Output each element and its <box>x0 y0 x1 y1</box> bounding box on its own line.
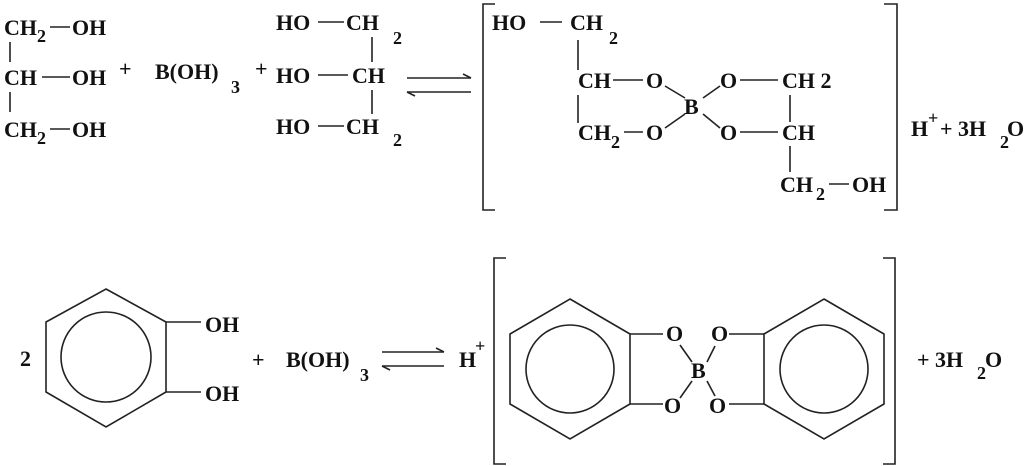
water-term: + 3H <box>940 116 986 141</box>
complex-c3-sub: 2 <box>611 132 620 152</box>
glycerol-c3-oh: OH <box>72 117 106 142</box>
glycerol2-c1-sub: 2 <box>393 28 402 48</box>
water-oxygen: O <box>985 347 1002 372</box>
glycerol-c1-oh: OH <box>72 15 106 40</box>
complex-boron: B <box>691 358 706 383</box>
bracket-left-top <box>482 3 495 211</box>
proton-bottom: H + <box>459 336 485 372</box>
complex-b-o-bond-4 <box>706 380 716 397</box>
glycerol-c2: CH <box>4 65 37 90</box>
glycerol-c1-sub: 2 <box>37 26 46 46</box>
catechol-aromatic-circle <box>60 311 152 403</box>
glycerol-molecule-mirrored: HO CH 2 HO CH HO CH 2 <box>276 10 402 150</box>
complex-c6: CH <box>780 172 813 197</box>
complex-o3: O <box>720 68 737 93</box>
complex-o-right-bottom: O <box>709 393 726 418</box>
complex-c1: CH <box>570 10 603 35</box>
complex-right-aromatic-circle <box>779 324 869 414</box>
plus-sign: + <box>255 56 268 81</box>
water-sub: 2 <box>977 363 986 383</box>
glycerol2-c2: CH <box>352 63 385 88</box>
complex-o-b-bond-2 <box>679 380 693 399</box>
glycerol-borate-complex: HO CH 2 CH O CH 2 O B O O CH 2 CH CH 2 O… <box>492 10 886 204</box>
bracket-right-bottom <box>883 257 896 465</box>
catechol-oh1: OH <box>205 312 239 337</box>
complex-ho: HO <box>492 10 526 35</box>
glycerol-c3-sub: 2 <box>37 128 46 148</box>
complex-o-right-top: O <box>711 321 728 346</box>
glycerol2-c3-sub: 2 <box>393 130 402 150</box>
bracket-right-top <box>884 3 898 211</box>
complex-c3: CH <box>578 120 611 145</box>
boric-acid-formula: B(OH) <box>286 347 350 372</box>
complex-o-left-bottom: O <box>664 393 681 418</box>
proton-charge: + <box>475 336 485 356</box>
glycerol2-ho-2: HO <box>276 63 310 88</box>
complex-b-o-bond-3 <box>706 345 716 363</box>
complex-o-b-bond-1 <box>679 344 693 363</box>
catechol-benzene-ring <box>45 288 167 428</box>
glycerol-c3: CH <box>4 117 37 142</box>
complex-boron: B <box>684 94 699 119</box>
products-top: H + + 3H 2 O <box>911 108 1024 152</box>
equilibrium-arrows-top <box>406 73 472 97</box>
catechol-oh2: OH <box>205 381 239 406</box>
plus-sign: + <box>119 56 132 81</box>
complex-left-benzene-ring <box>509 298 631 440</box>
proton: H <box>911 116 928 141</box>
glycerol2-ho-3: HO <box>276 114 310 139</box>
glycerol2-c1: CH <box>346 10 379 35</box>
glycerol-c1: CH <box>4 15 37 40</box>
products-bottom: + 3H 2 O <box>917 347 1002 383</box>
complex-o4: O <box>720 120 737 145</box>
complex-o-left-top: O <box>666 321 683 346</box>
complex-b-o4-bond <box>702 113 721 129</box>
catechol-molecule: OH OH <box>45 288 239 428</box>
complex-oh: OH <box>852 172 886 197</box>
boric-acid-top: B(OH) 3 <box>155 59 240 97</box>
plus-sign: + <box>252 347 265 372</box>
water-term: + 3H <box>917 347 963 372</box>
complex-c4: CH 2 <box>782 68 832 93</box>
proton-charge: + <box>928 108 938 128</box>
complex-left-aromatic-circle <box>525 324 615 414</box>
glycerol-molecule: CH 2 OH CH OH CH 2 OH <box>4 15 106 148</box>
glycerol-c2-oh: OH <box>72 65 106 90</box>
complex-o2: O <box>646 120 663 145</box>
complex-o2-b-bond <box>664 113 686 129</box>
complex-c6-sub: 2 <box>816 184 825 204</box>
complex-right-benzene-ring <box>763 298 885 440</box>
catechol-borate-complex: O O B O O <box>509 298 885 440</box>
complex-c5: CH <box>782 120 815 145</box>
complex-c2: CH <box>578 68 611 93</box>
water-sub: 2 <box>1000 132 1009 152</box>
complex-b-o3-bond <box>702 85 721 99</box>
bracket-left-bottom <box>493 257 506 465</box>
boric-acid-bottom: B(OH) 3 <box>286 347 369 385</box>
boric-acid-sub: 3 <box>360 365 369 385</box>
boric-acid-formula: B(OH) <box>155 59 219 84</box>
boric-acid-sub: 3 <box>231 77 240 97</box>
glycerol2-ho-1: HO <box>276 10 310 35</box>
complex-c1-sub: 2 <box>609 28 618 48</box>
proton: H <box>459 347 476 372</box>
equilibrium-arrows-bottom <box>381 347 445 371</box>
complex-o1: O <box>646 68 663 93</box>
complex-o1-b-bond <box>664 85 686 99</box>
coefficient-two: 2 <box>20 346 31 371</box>
water-oxygen: O <box>1007 116 1024 141</box>
glycerol2-c3: CH <box>346 114 379 139</box>
